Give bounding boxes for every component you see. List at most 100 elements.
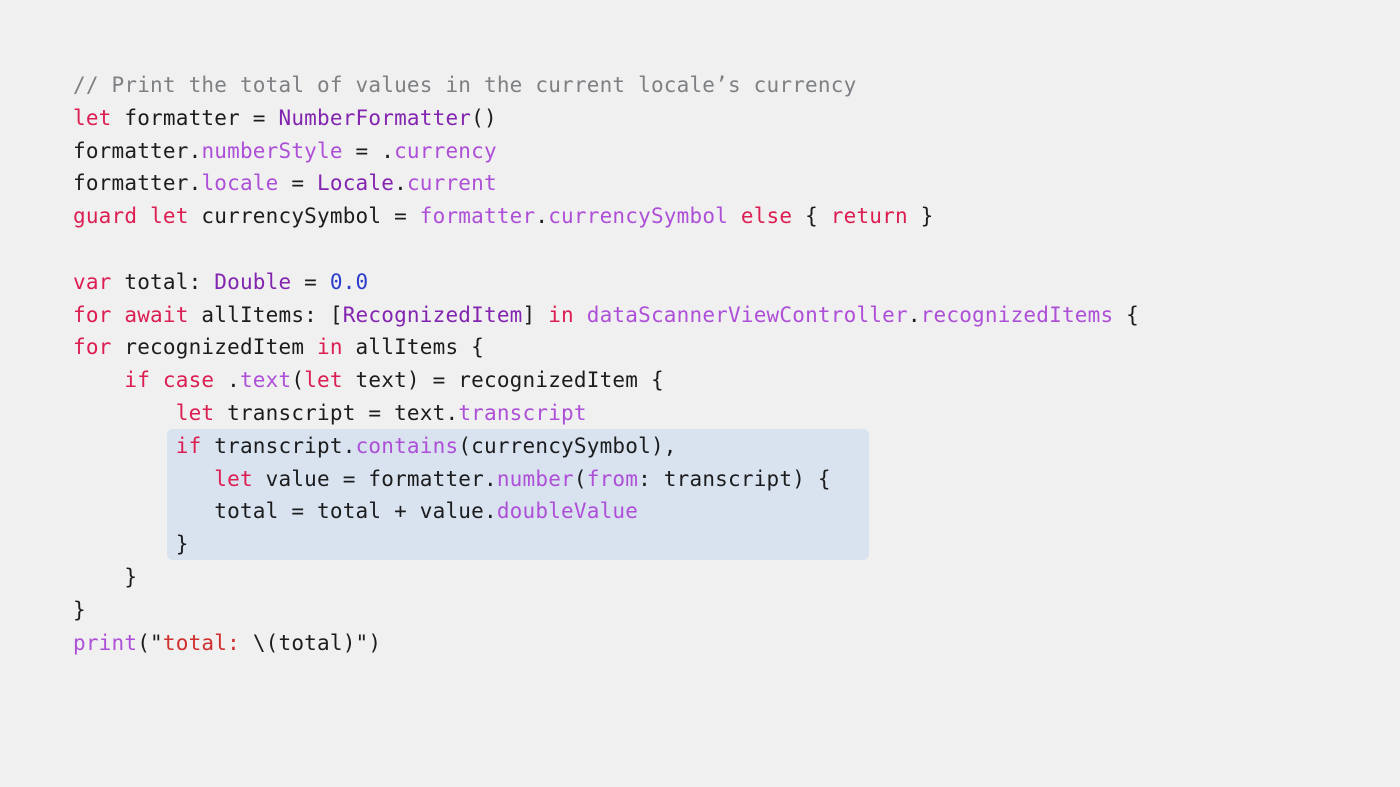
code-token-plain: () — [471, 105, 497, 130]
code-token-member: currency — [394, 138, 497, 163]
code-token-comment: // Print the total of values in the curr… — [73, 73, 857, 97]
code-line: } — [73, 594, 1313, 627]
code-token-plain — [728, 204, 741, 228]
code-line: if case .text(let text) = recognizedItem… — [73, 364, 1313, 397]
code-token-keyword: let — [73, 105, 112, 130]
code-token-plain: = . — [342, 138, 395, 163]
code-token-plain: recognizedItem — [111, 335, 318, 360]
code-token-plain: ] — [522, 302, 549, 327]
code-token-plain: value = formatter. — [252, 466, 497, 491]
code-lines: // Print the total of values in the curr… — [73, 69, 1313, 659]
code-line: if transcript.contains(currencySymbol), — [73, 430, 1313, 463]
code-token-type: Locale — [317, 171, 395, 196]
code-token-plain: text) = recognizedItem { — [342, 368, 664, 393]
code-line: } — [73, 561, 1313, 594]
code-token-plain: allItems: [ — [188, 302, 343, 327]
code-token-plain: (currencySymbol), — [458, 433, 677, 458]
code-line: formatter.locale = Locale.current — [73, 167, 1313, 200]
code-token-type: RecognizedItem — [342, 302, 523, 327]
code-line: } — [73, 528, 1313, 561]
code-token-plain — [137, 204, 150, 228]
code-token-plain: } — [124, 564, 138, 589]
code-token-member: doubleValue — [496, 499, 639, 524]
code-token-type: NumberFormatter — [278, 105, 472, 130]
code-token-keyword: in — [317, 335, 343, 360]
code-token-keyword: return — [830, 204, 908, 229]
code-token-plain: total = total + value. — [214, 499, 497, 524]
code-token-keyword: guard — [73, 204, 138, 229]
code-token-plain: } — [73, 597, 86, 622]
code-token-keyword: for — [73, 335, 112, 360]
code-token-plain: . — [535, 204, 549, 229]
code-token-keyword: await — [124, 302, 189, 327]
code-token-plain: currencySymbol = — [188, 204, 420, 229]
code-token-plain: \(total)") — [252, 630, 382, 655]
code-token-plain: total: — [111, 269, 215, 294]
code-token-plain: ( — [573, 466, 587, 491]
code-token-member: print — [73, 630, 138, 655]
code-token-plain: formatter. — [73, 171, 202, 196]
code-token-plain: { — [792, 204, 831, 229]
code-token-member: transcript — [458, 400, 587, 425]
code-token-plain: . — [907, 302, 921, 327]
code-line: let formatter = NumberFormatter() — [73, 102, 1313, 135]
code-line: let transcript = text.transcript — [73, 397, 1313, 430]
code-indent — [73, 368, 124, 392]
code-token-number: 0.0 — [329, 269, 369, 294]
code-indent — [73, 434, 176, 458]
code-indent — [73, 401, 176, 425]
code-token-plain: : transcript) { — [638, 466, 831, 491]
code-token-keyword: for — [73, 302, 112, 327]
code-indent — [73, 565, 124, 589]
code-token-member: currencySymbol — [548, 204, 729, 229]
code-indent — [73, 499, 214, 523]
code-token-member: current — [406, 171, 497, 196]
code-token-plain: = — [278, 171, 318, 196]
code-token-keyword: case — [162, 368, 215, 393]
code-token-plain: (" — [137, 630, 163, 655]
code-indent — [73, 467, 214, 491]
code-token-plain: { — [1113, 302, 1140, 327]
code-token-member: locale — [201, 171, 279, 196]
code-token-member: contains — [355, 433, 459, 458]
code-token-plain: . — [394, 171, 407, 196]
code-token-keyword: if — [175, 433, 202, 458]
code-token-member: number — [496, 466, 574, 491]
code-token-type: Double — [214, 269, 292, 294]
code-line: guard let currencySymbol = formatter.cur… — [73, 200, 1313, 233]
code-token-member: text — [239, 368, 292, 393]
code-indent — [73, 532, 176, 556]
code-token-member: formatter — [419, 204, 536, 229]
code-token-plain — [112, 303, 125, 327]
code-line: for recognizedItem in allItems { — [73, 331, 1313, 364]
code-line: print("total: \(total)") — [73, 627, 1313, 660]
code-token-keyword: else — [740, 204, 793, 229]
highlighted-code-region — [167, 429, 869, 560]
code-token-plain: formatter. — [73, 138, 202, 163]
code-token-string: total: — [162, 630, 253, 655]
code-token-plain: transcript = text. — [214, 400, 459, 425]
code-token-member: recognizedItems — [920, 302, 1114, 327]
code-token-plain: transcript. — [201, 433, 356, 458]
code-line: // Print the total of values in the curr… — [73, 69, 1313, 102]
code-token-plain — [574, 303, 587, 327]
code-block: // Print the total of values in the curr… — [73, 69, 1313, 659]
code-token-plain: ( — [291, 368, 305, 393]
code-line: for await allItems: [RecognizedItem] in … — [73, 299, 1313, 332]
code-token-keyword: let — [175, 400, 215, 425]
code-token-member: numberStyle — [201, 138, 343, 163]
code-token-plain: = — [291, 269, 330, 294]
code-token-member: dataScannerViewController — [586, 302, 908, 327]
code-token-plain: } — [175, 532, 189, 557]
code-token-keyword: let — [150, 204, 189, 229]
code-token-keyword: in — [548, 302, 574, 327]
code-token-keyword: let — [304, 368, 343, 393]
code-token-plain: allItems { — [342, 335, 484, 360]
code-token-plain: formatter = — [111, 105, 279, 130]
code-token-keyword: let — [214, 466, 253, 491]
code-line: var total: Double = 0.0 — [73, 266, 1313, 299]
code-token-plain: . — [214, 368, 240, 393]
code-line — [73, 233, 1313, 266]
code-token-keyword: var — [73, 269, 112, 294]
code-token-plain: } — [907, 204, 934, 229]
